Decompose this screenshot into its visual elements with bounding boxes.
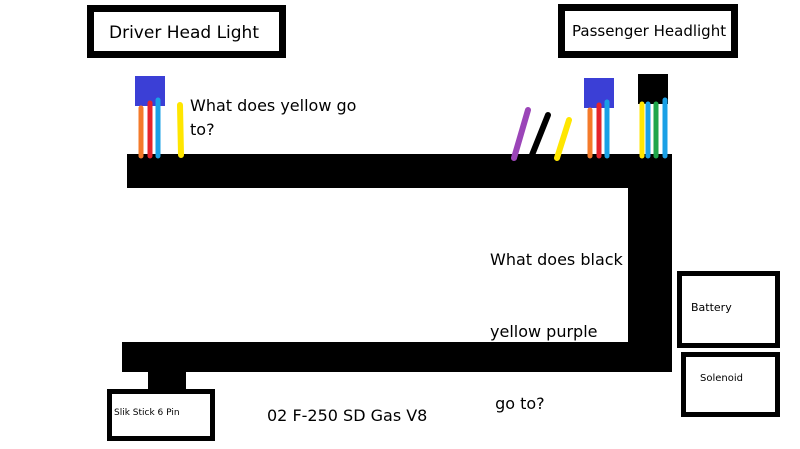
harness-stub-to-slik-stick [148,368,186,392]
passenger-headlight-label: Passenger Headlight [572,22,727,40]
yellow-question-line-1: What does yellow go [190,96,357,115]
loose-wires [511,107,572,163]
yellow-wire-question: What does yellow go to? [190,94,356,142]
harness-top-bar [127,154,672,188]
harness-bottom-bar [122,342,672,372]
battery-label: Battery [691,301,732,314]
solenoid-label: Solenoid [700,373,743,384]
vehicle-label: 02 F-250 SD Gas V8 [267,406,428,425]
slik-stick-label: Slik Stick 6 Pin [114,408,180,418]
wire-yellow [554,117,572,161]
passenger-aux-connector [638,74,668,159]
yellow-question-line-2: to? [190,120,215,139]
driver-headlight-connector [135,76,184,159]
slik-stick-box: Slik Stick 6 Pin [107,389,215,441]
driver-headlight-box: Driver Head Light [87,5,286,58]
black-question-line-2: yellow purple [490,322,598,341]
solenoid-box: Solenoid [681,352,780,417]
harness-right-drop [628,154,672,372]
passenger-headlight-connector [584,78,614,159]
driver-headlight-label: Driver Head Light [109,23,259,43]
black-question-line-3: go to? [490,394,545,413]
battery-box: Battery [677,271,780,348]
black-yellow-purple-question: What does black yellow purple go to? [490,200,623,440]
wire-black [527,112,551,163]
black-question-line-1: What does black [490,250,623,269]
passenger-headlight-box: Passenger Headlight [558,4,738,58]
wire-purple [511,107,531,161]
wire-yellow [177,102,184,158]
